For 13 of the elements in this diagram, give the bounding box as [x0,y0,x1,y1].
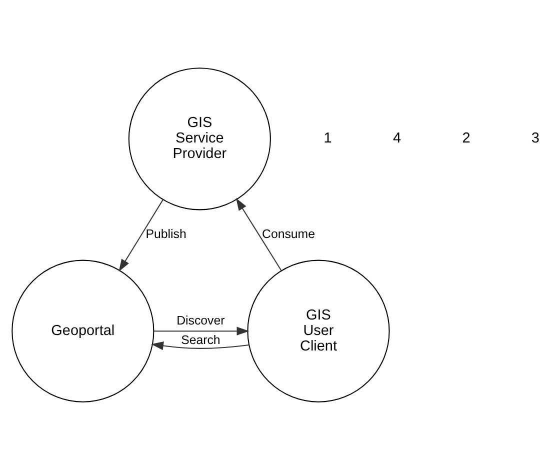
edge-label: Discover [176,313,225,328]
edge-label: Consume [262,227,316,242]
node-circle: GIS User Client [247,260,390,402]
label: 4 [392,130,402,147]
edge-label: Publish [146,227,186,242]
arrow [236,198,282,271]
arrow [154,326,250,336]
arrow [151,342,249,350]
edge-label: Search [181,333,220,348]
arrow [118,199,164,272]
label: 1 [324,130,332,147]
label: 3 [531,130,540,147]
label: 2 [462,130,470,147]
